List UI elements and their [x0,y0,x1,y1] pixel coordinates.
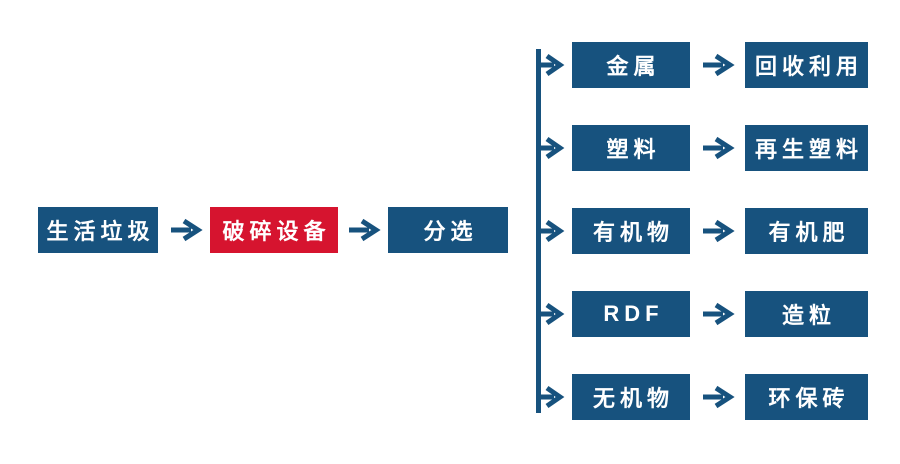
node-sorting: 分选 [388,207,508,253]
node-household-waste-label: 生活垃圾 [46,219,155,244]
arrow-right-icon [539,302,565,326]
node-sorting-label: 分选 [423,219,478,244]
node-organic-fertilizer: 有机肥 [745,208,868,254]
node-organic-matter: 有机物 [572,208,690,254]
node-granulation: 造粒 [745,291,868,337]
node-eco-brick-label: 环保砖 [768,386,850,411]
node-metal-label: 金属 [606,54,661,79]
branch-connector-line [536,49,541,413]
node-eco-brick: 环保砖 [745,374,868,420]
node-recycling-label: 回收利用 [754,54,863,79]
node-plastic-label: 塑料 [606,137,661,162]
node-inorganic-matter-label: 无机物 [592,386,674,411]
node-organic-matter-label: 有机物 [592,220,674,245]
node-household-waste: 生活垃圾 [38,207,158,253]
node-recycled-plastic-label: 再生塑料 [754,137,863,162]
arrow-right-icon [701,385,735,409]
node-crushing-equipment-label: 破碎设备 [222,219,331,244]
arrow-right-icon [539,136,565,160]
node-rdf: RDF [572,291,690,337]
node-recycling: 回收利用 [745,42,868,88]
arrow-right-icon [347,218,381,242]
node-recycled-plastic: 再生塑料 [745,125,868,171]
arrow-right-icon [539,219,565,243]
arrow-right-icon [539,385,565,409]
node-granulation-label: 造粒 [781,303,836,328]
node-organic-fertilizer-label: 有机肥 [768,220,850,245]
arrow-right-icon [169,218,203,242]
node-crushing-equipment: 破碎设备 [210,207,338,253]
arrow-right-icon [539,53,565,77]
node-inorganic-matter: 无机物 [572,374,690,420]
arrow-right-icon [701,136,735,160]
node-metal: 金属 [572,42,690,88]
arrow-right-icon [701,302,735,326]
node-rdf-label: RDF [603,301,664,326]
arrow-right-icon [701,53,735,77]
node-plastic: 塑料 [572,125,690,171]
arrow-right-icon [701,219,735,243]
